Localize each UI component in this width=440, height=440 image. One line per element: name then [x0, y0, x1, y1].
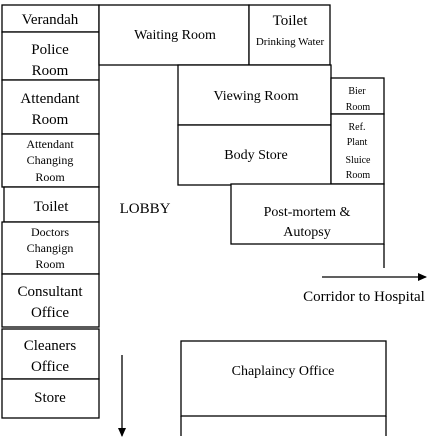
room-toilet-left: Toilet [3, 186, 100, 223]
room-ref-plant-label-1: Ref. [349, 122, 366, 133]
room-attendant-changing-room-label-3: Room [35, 170, 65, 184]
room-attendant-changing-room-label-2: Changing [27, 153, 74, 167]
room-doctors-changing-room-label-2: Changign [27, 241, 74, 255]
room-consultant-office: Consultant Office [1, 273, 100, 328]
room-attendant-room-label-2: Room [32, 112, 69, 128]
room-bier-room-label-2: Room [346, 102, 371, 113]
room-body-store: Body Store [177, 124, 332, 186]
room-bier-room: Bier Room [330, 77, 385, 115]
room-ref-plant-label-2: Plant [347, 137, 368, 148]
room-attendant-room-label-1: Attendant [20, 91, 80, 107]
room-attendant-changing-room-label-1: Attendant [26, 137, 74, 151]
room-drinking-water-label: Drinking Water [256, 36, 325, 48]
room-store-label: Store [34, 390, 66, 406]
room-viewing-room-label: Viewing Room [213, 89, 298, 104]
room-attendant-changing-room: Attendant Changing Room [1, 133, 100, 188]
room-viewing-room: Viewing Room [177, 64, 332, 126]
room-police-room: Police Room [1, 31, 100, 81]
room-doctors-changing-room-label-1: Doctors [31, 225, 69, 239]
room-sluice-room-label-1: Sluice [346, 155, 372, 166]
room-consultant-office-label-1: Consultant [17, 284, 83, 300]
lobby-label: LOBBY [120, 201, 171, 217]
room-cleaners-office-label-1: Cleaners [24, 338, 77, 354]
room-verandah-label: Verandah [22, 12, 79, 28]
room-police-room-label-2: Room [32, 63, 69, 79]
room-cleaners-office-label-2: Office [31, 359, 69, 375]
room-post-mortem-autopsy: Post-mortem & Autopsy [230, 183, 385, 245]
room-ref-plant-sluice: Ref. Plant Sluice Room [330, 113, 385, 185]
room-chaplaincy-office: Chaplaincy Office [180, 340, 387, 436]
room-body-store-label: Body Store [224, 148, 287, 163]
room-sluice-room-label-2: Room [346, 170, 371, 181]
room-consultant-office-label-2: Office [31, 305, 69, 321]
room-verandah: Verandah [1, 4, 100, 33]
room-post-mortem-label-1: Post-mortem & [264, 205, 351, 220]
corridor-label: Corridor to Hospital [303, 289, 425, 305]
room-attendant-room: Attendant Room [1, 79, 100, 135]
room-store: Store [1, 378, 100, 419]
room-doctors-changing-room: Doctors Changign Room [1, 221, 100, 275]
room-waiting-room-label: Waiting Room [134, 28, 216, 43]
room-police-room-label-1: Police [31, 42, 69, 58]
room-post-mortem-label-2: Autopsy [283, 225, 330, 240]
room-toilet-top-label: Toilet [273, 13, 309, 29]
room-cleaners-office: Cleaners Office [1, 328, 100, 380]
room-chaplaincy-office-label: Chaplaincy Office [232, 364, 335, 379]
room-waiting-room: Waiting Room [98, 4, 250, 66]
room-toilet-left-label: Toilet [34, 199, 70, 215]
room-toilet-drinking-water: Toilet Drinking Water [248, 4, 331, 66]
room-bier-room-label-1: Bier [348, 86, 366, 97]
room-doctors-changing-room-label-3: Room [35, 257, 65, 271]
